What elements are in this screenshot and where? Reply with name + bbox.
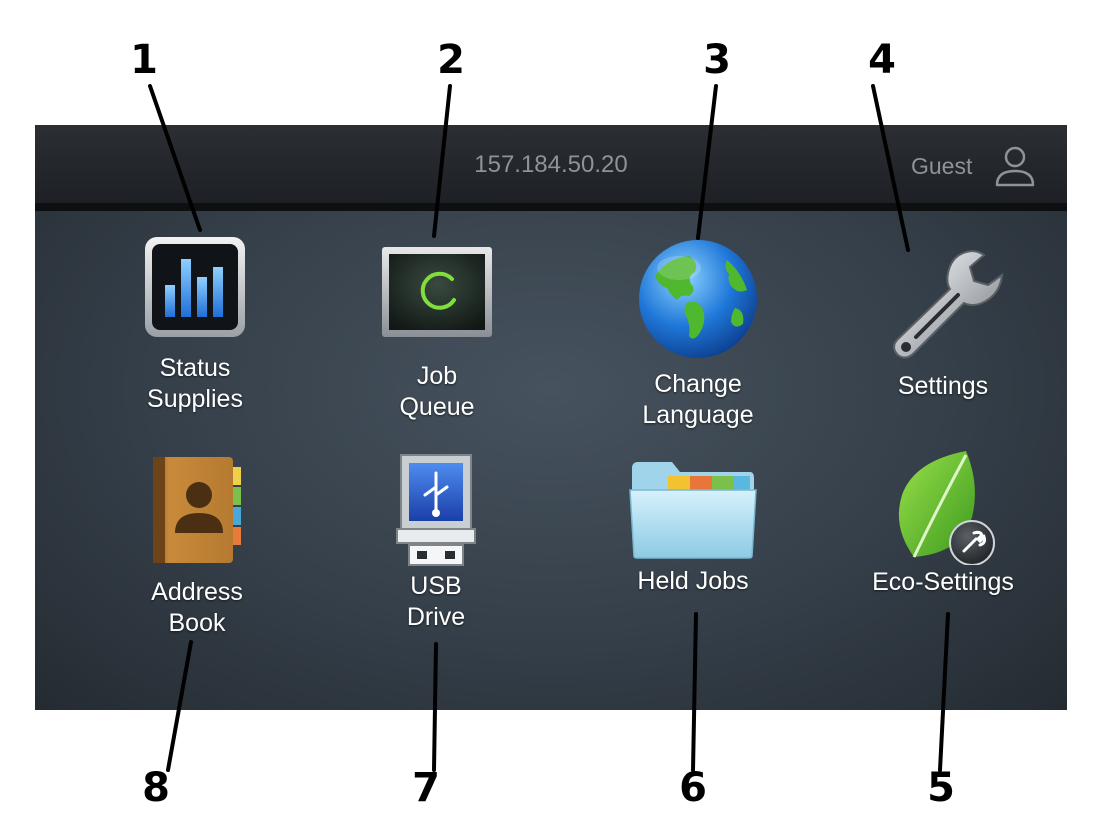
user-label[interactable]: Guest xyxy=(911,153,973,179)
app-label-line2: Language xyxy=(642,401,754,429)
callout-1: 1 xyxy=(130,37,158,83)
app-label-line2: Supplies xyxy=(147,385,243,413)
usb-drive-icon xyxy=(396,454,476,566)
app-settings[interactable]: Settings xyxy=(853,243,1033,402)
app-label-line1: Job xyxy=(416,362,458,390)
wrench-icon xyxy=(893,249,1004,359)
callout-5: 5 xyxy=(927,765,955,811)
app-label-line2: Queue xyxy=(399,393,475,421)
app-held-jobs[interactable]: Held Jobs xyxy=(603,460,783,597)
app-job-queue[interactable]: Job Queue xyxy=(347,245,527,423)
callout-8: 8 xyxy=(142,765,170,811)
app-label-line1: Eco-Settings xyxy=(872,568,1014,596)
app-status-supplies[interactable]: Status Supplies xyxy=(105,235,285,415)
leaf-icon xyxy=(898,451,995,565)
status-bar: 157.184.50.20 Guest xyxy=(35,125,1067,211)
callout-6: 6 xyxy=(679,765,707,811)
callout-3: 3 xyxy=(703,37,731,83)
app-label-line1: Address xyxy=(151,578,243,606)
ip-address: 157.184.50.20 xyxy=(474,151,628,178)
app-label-line1: Settings xyxy=(897,372,989,400)
app-label-line1: USB xyxy=(410,572,462,600)
app-address-book[interactable]: Address Book xyxy=(107,455,287,639)
printer-home-screen: 157.184.50.20 Guest Status Sup xyxy=(35,125,1067,710)
app-usb-drive[interactable]: USB Drive xyxy=(346,451,526,633)
app-label-line2: Book xyxy=(168,609,226,637)
address-book-icon xyxy=(153,457,241,563)
app-eco-settings[interactable]: Eco-Settings xyxy=(853,447,1033,598)
app-label-line1: Status xyxy=(159,354,231,382)
job-queue-icon xyxy=(382,247,492,337)
app-label-line2: Drive xyxy=(406,603,466,631)
user-icon[interactable] xyxy=(993,145,1037,187)
callout-4: 4 xyxy=(868,37,896,83)
bar-chart-icon xyxy=(145,237,245,337)
app-label-line1: Held Jobs xyxy=(637,567,749,595)
globe-icon xyxy=(639,240,757,358)
callout-2: 2 xyxy=(437,37,465,83)
folder-icon xyxy=(629,462,757,559)
callout-7: 7 xyxy=(412,765,440,811)
app-change-language[interactable]: Change Language xyxy=(608,238,788,431)
app-label-line1: Change xyxy=(654,370,742,398)
